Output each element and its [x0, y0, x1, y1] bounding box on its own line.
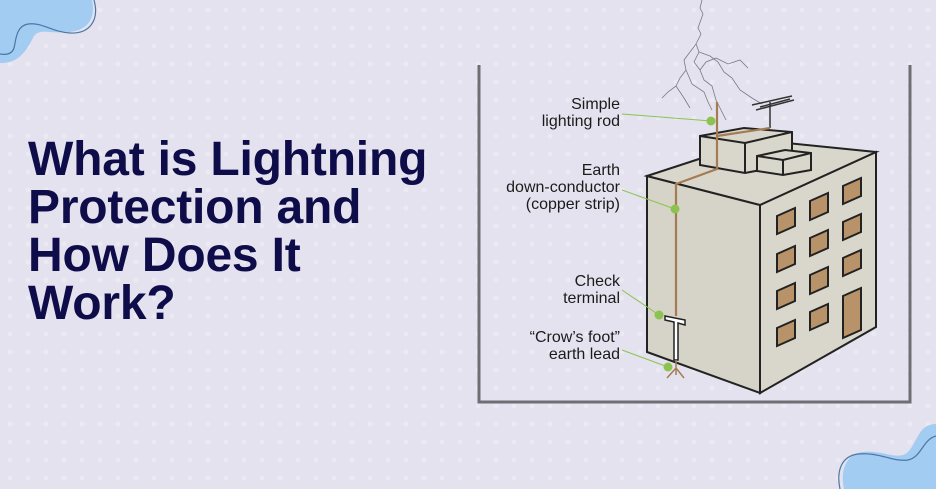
label-line: Check	[574, 273, 620, 290]
title-line-4: Work?	[28, 277, 176, 330]
bottom-right-blob-icon	[838, 424, 936, 489]
label-line: Simple	[571, 96, 620, 113]
check-terminal-icon	[664, 315, 686, 361]
title-line-1: What is Lightning	[28, 133, 428, 186]
title-line-3: How Does It	[28, 229, 301, 282]
title-line-2: Protection and	[28, 181, 362, 234]
label-line: earth lead	[548, 346, 620, 363]
label-line: terminal	[563, 290, 620, 307]
label-down-conductor: Earth down-conductor (copper strip)	[506, 162, 620, 213]
label-lightning-rod: Simple lighting rod	[542, 96, 620, 130]
label-line: lighting rod	[541, 113, 620, 130]
crows-foot-icon	[666, 360, 685, 379]
label-check-terminal: Check terminal	[563, 273, 620, 307]
page-title: What is Lightning Protection and How Doe…	[28, 136, 478, 328]
copper-strip-icon	[674, 102, 771, 316]
label-line: Earth	[581, 162, 620, 179]
building-icon	[643, 95, 880, 395]
label-earth-lead: “Crow’s foot” earth lead	[530, 329, 620, 363]
lightning-bolt-icon	[661, 0, 763, 121]
top-left-blob-icon	[0, 0, 97, 63]
diagram-frame	[477, 65, 912, 404]
label-line: “Crow’s foot”	[529, 329, 620, 346]
label-line: (copper strip)	[525, 196, 620, 213]
label-line: down-conductor	[506, 179, 620, 196]
label-pointers	[621, 113, 716, 372]
